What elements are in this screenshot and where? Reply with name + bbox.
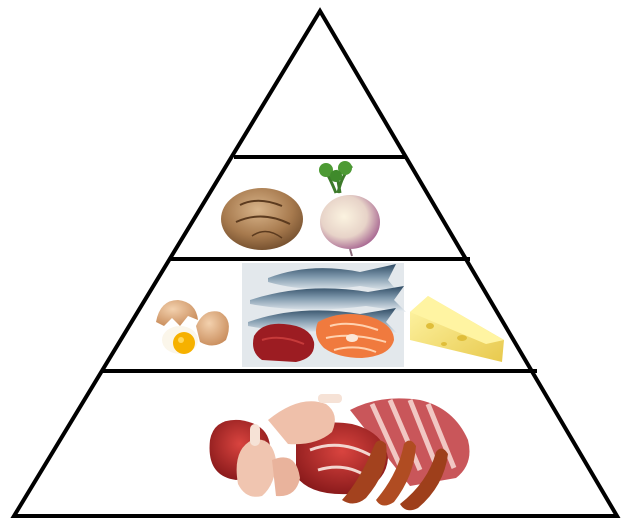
tier-third [156, 263, 504, 367]
tier-base [210, 394, 470, 510]
cracked-egg-image [156, 300, 229, 354]
raw-meat-pile-image [210, 394, 470, 510]
turnip-image [319, 161, 380, 256]
bread-loaf-image [221, 188, 303, 250]
tier-second [221, 161, 380, 256]
cheese-wedge-image [410, 296, 504, 362]
fish-platter-image [242, 263, 406, 367]
